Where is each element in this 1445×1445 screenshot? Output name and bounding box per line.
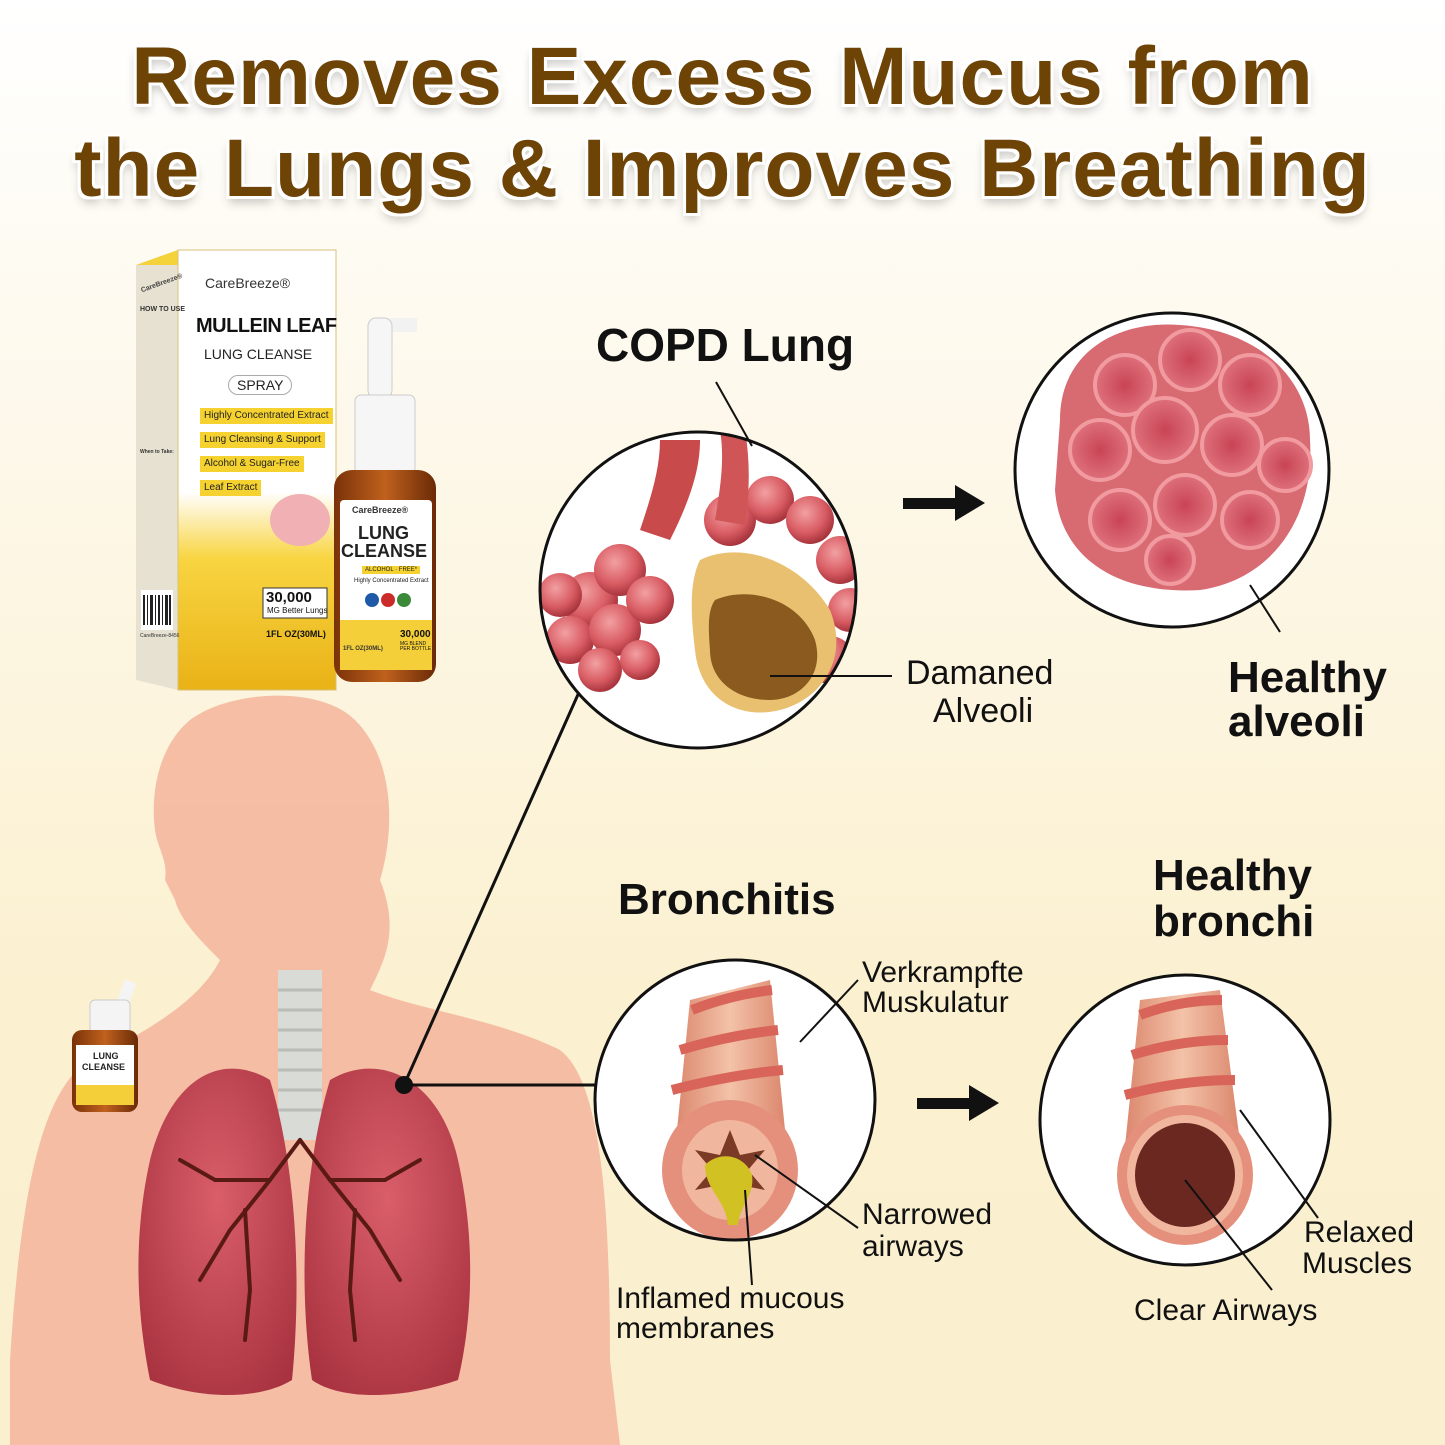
headline-line-1: Removes Excess Mucus from: [131, 31, 1314, 122]
healthy-alveoli-1: Healthy: [1228, 653, 1387, 702]
box-side-heading: HOW TO USE: [140, 306, 185, 313]
trachea: [278, 970, 322, 1140]
muscle-label-2: Muskulatur: [862, 986, 1009, 1019]
damaged-label-1: Damaned: [906, 654, 1054, 692]
bottle-name-2: CLEANSE: [341, 541, 428, 561]
bottle-dose: 30,000: [400, 629, 431, 640]
healthy-alveoli-circle: [1015, 313, 1329, 627]
box-dose-sub: MG Better Lungs: [267, 606, 328, 615]
bottle-tag-2: Highly Concentrated Extract: [354, 578, 429, 584]
muscle-label-1: Verkrampfte: [862, 956, 1024, 989]
healthy-bronchi-2: bronchi: [1153, 897, 1315, 946]
bottle-brand: CareBreeze®: [352, 505, 409, 515]
box-subtitle: LUNG CLEANSE: [204, 346, 313, 362]
box-side-when: When to Take:: [140, 449, 174, 455]
inflamed-label-1: Inflamed mucous: [616, 1282, 845, 1315]
inflamed-label-2: membranes: [616, 1312, 775, 1345]
right-lung: [304, 1068, 471, 1395]
left-lung: [138, 1068, 297, 1395]
bronchitis-title: Bronchitis: [618, 875, 836, 924]
headline-line-2: the Lungs & Improves Breathing: [74, 123, 1371, 214]
bottle-volume: 1FL OZ(30ML): [343, 646, 383, 652]
healthy-alveoli-2: alveoli: [1228, 697, 1365, 746]
box-barcode-text: CareBreeze-8456: [140, 633, 180, 639]
bottle-tag-1: ALCOHOL · FREE*: [362, 566, 421, 574]
box-form: SPRAY: [228, 375, 293, 395]
bottle-name-1: LUNG: [358, 523, 409, 543]
healthy-bronchi-circle: [1040, 975, 1330, 1265]
relaxed-label-2: Muscles: [1302, 1247, 1413, 1280]
relaxed-label-1: Relaxed: [1304, 1216, 1415, 1249]
box-volume: 1FL OZ(30ML): [266, 629, 326, 639]
healthy-bronchi-1: Healthy: [1153, 851, 1312, 900]
box-title: MULLEIN LEAF: [196, 315, 337, 337]
small-bottle: [72, 979, 138, 1112]
copd-title: COPD Lung: [596, 319, 855, 371]
product-bottle: [334, 317, 436, 682]
small-bottle-name-1: LUNG: [93, 1051, 119, 1061]
clear-airways-label: Clear Airways: [1134, 1294, 1318, 1327]
bottle-dose-sub: MG BLEND PER BOTTLE: [400, 641, 432, 652]
copd-circle: [540, 432, 856, 748]
small-bottle-name-2: CLEANSE: [82, 1062, 126, 1072]
box-dose: 30,000: [266, 589, 312, 606]
box-feature-3: Alcohol & Sugar-Free: [200, 456, 304, 472]
box-feature-4: Leaf Extract: [200, 480, 262, 496]
damaged-label-2: Alveoli: [933, 692, 1034, 730]
narrowed-label-1: Narrowed: [862, 1198, 993, 1231]
narrowed-label-2: airways: [862, 1230, 964, 1263]
bronchitis-circle: [595, 960, 875, 1240]
box-feature-1: Highly Concentrated Extract: [200, 408, 333, 424]
box-brand: CareBreeze®: [205, 275, 291, 291]
box-feature-2: Lung Cleansing & Support: [200, 432, 325, 448]
